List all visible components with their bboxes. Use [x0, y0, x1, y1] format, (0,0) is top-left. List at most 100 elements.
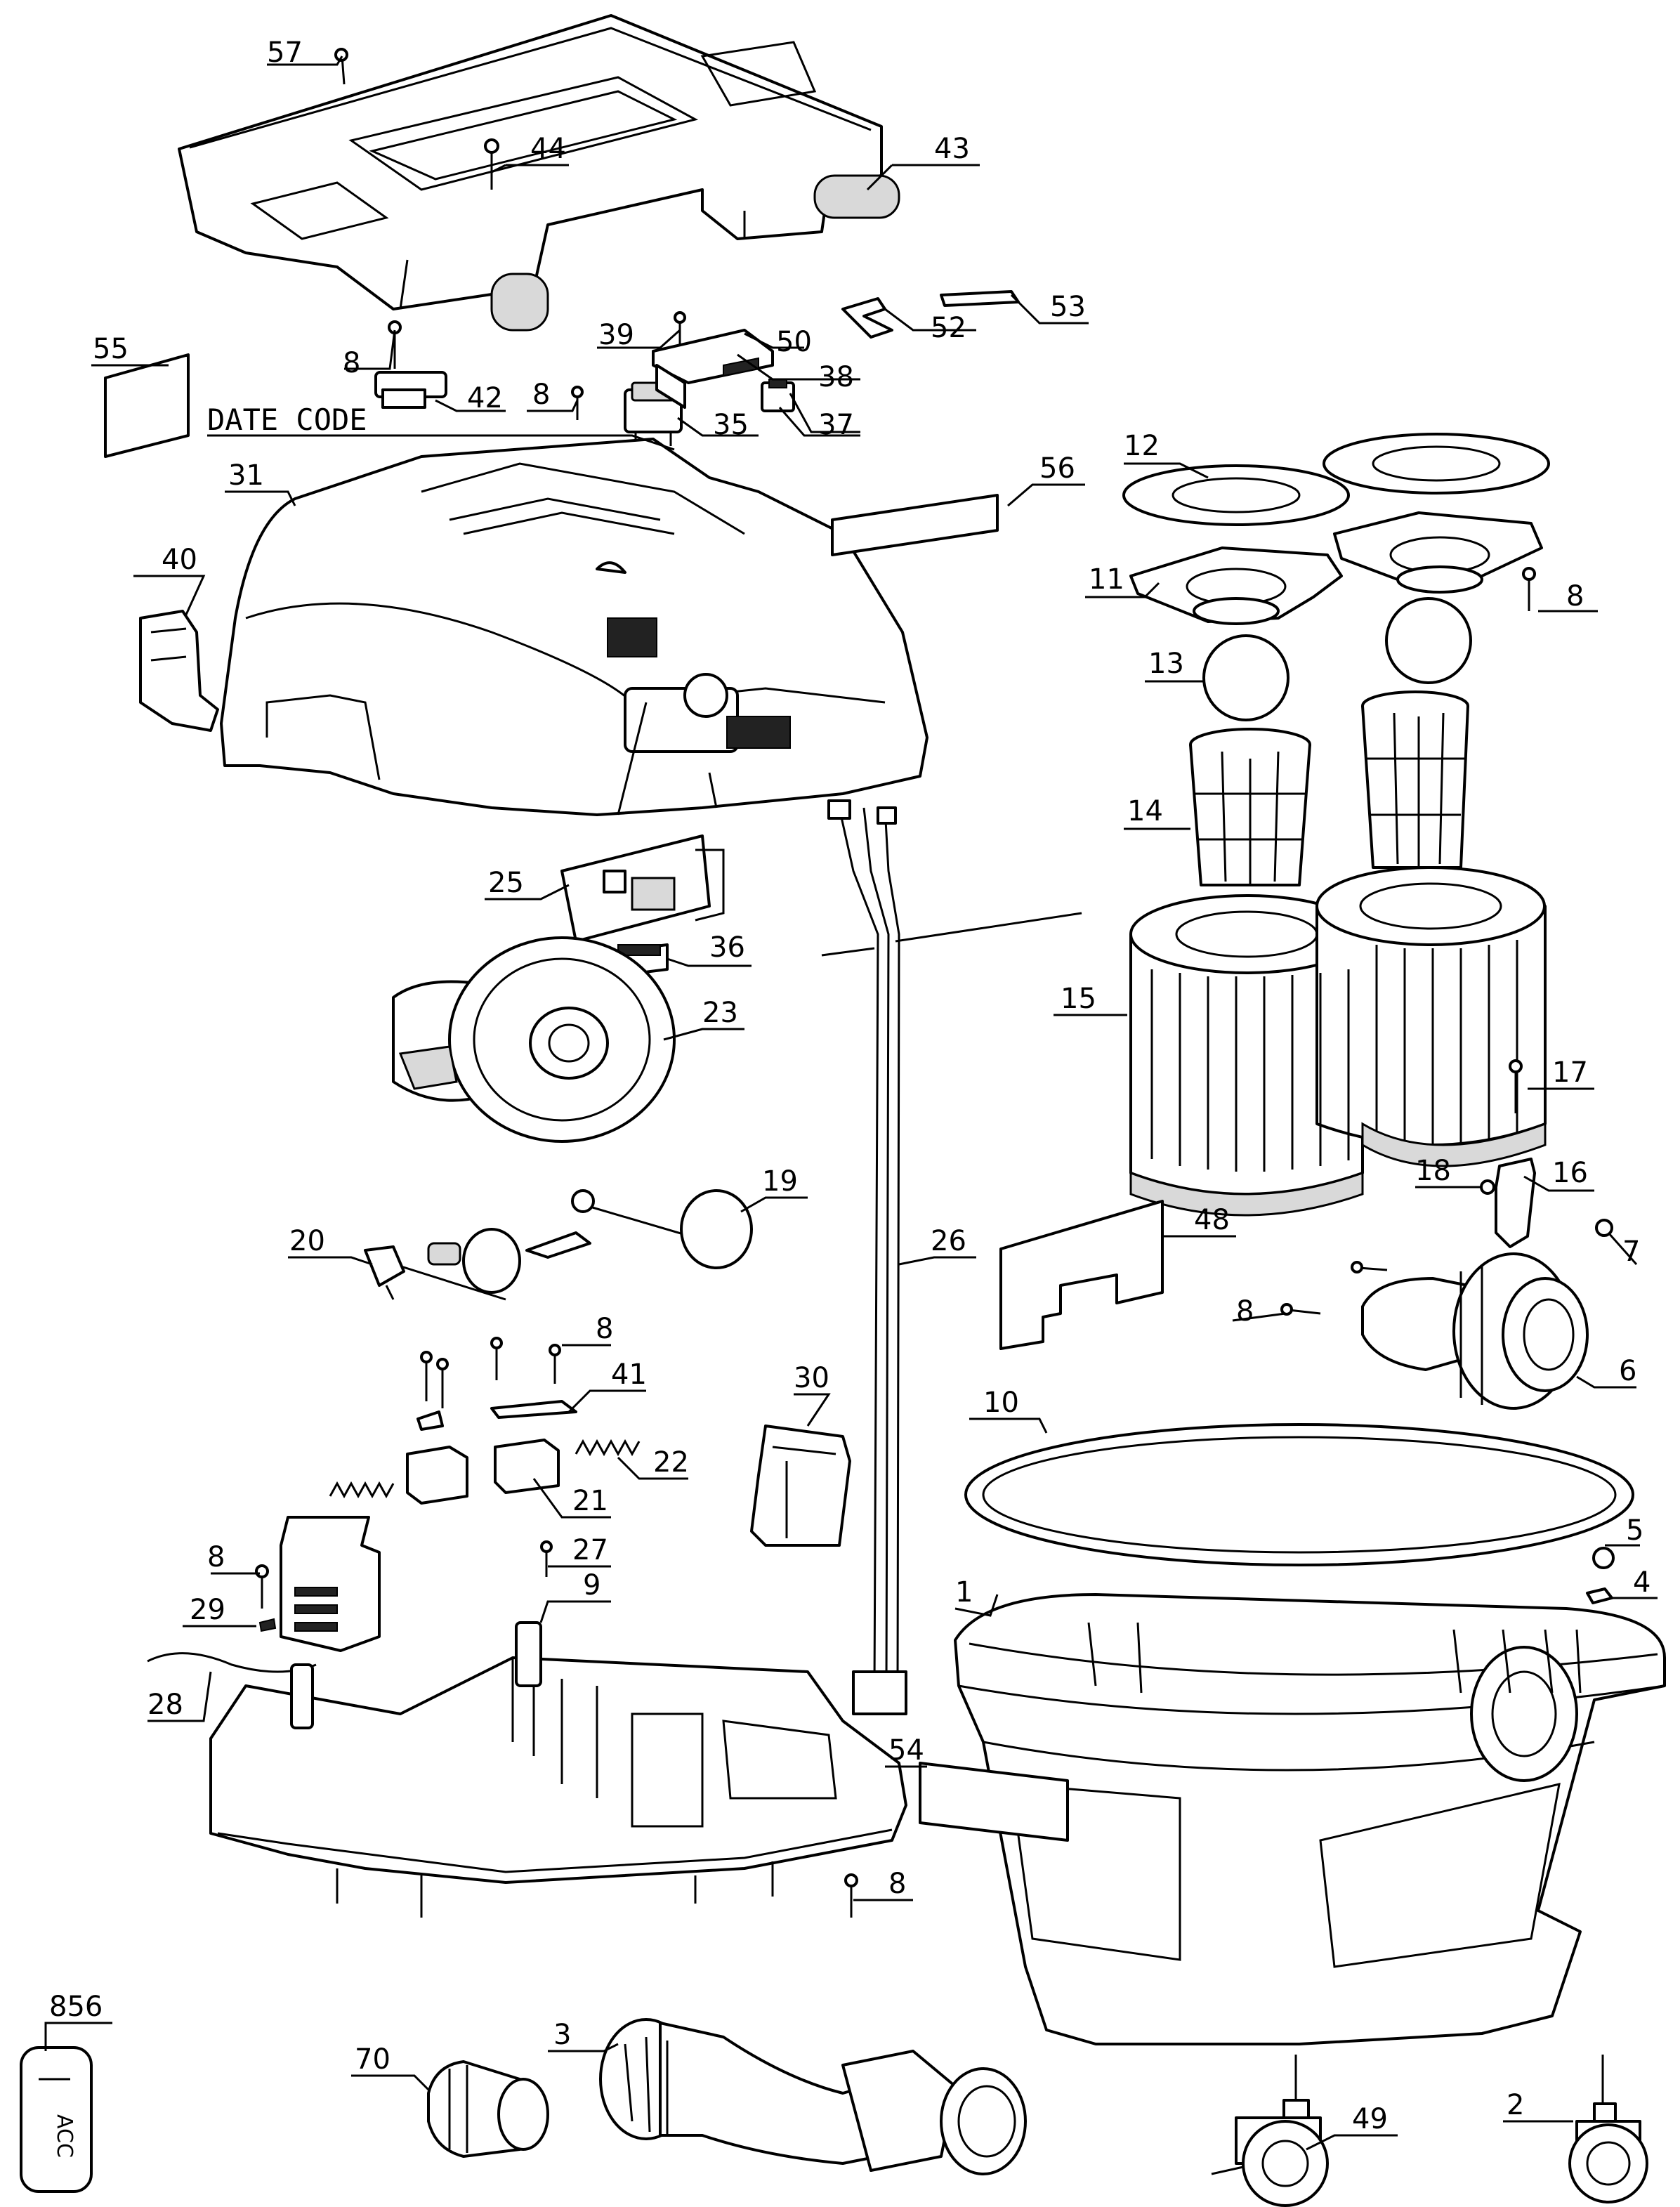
callout-8-b: 8 [532, 379, 550, 411]
part-14-float-cage [1189, 690, 1469, 886]
callout-50: 50 [776, 326, 812, 358]
callout-48: 48 [1194, 1204, 1230, 1236]
part-8-screw-f [255, 1564, 269, 1609]
callout-54: 54 [888, 1734, 924, 1767]
part-6-inlet [1361, 1252, 1589, 1410]
callout-8-e: 8 [596, 1313, 613, 1345]
part-11-filter-holder [1129, 511, 1543, 625]
part-42-bracket [374, 371, 447, 409]
part-20-valve-arm [364, 1228, 521, 1301]
part-13-float-ball [1202, 634, 1289, 721]
callout-28: 28 [147, 1689, 183, 1721]
part-49-caster [1211, 2055, 1329, 2207]
callout-26: 26 [931, 1225, 966, 1257]
callout-57: 57 [267, 37, 303, 69]
callout-4: 4 [1633, 1566, 1651, 1599]
part-8-screw-b [571, 386, 584, 420]
callout-11: 11 [1089, 563, 1124, 596]
part-40-latch [139, 610, 219, 732]
callout-9: 9 [583, 1569, 601, 1602]
callout-27: 27 [572, 1534, 608, 1566]
callout-29: 29 [190, 1594, 225, 1626]
part-39-screw [674, 311, 686, 344]
part-54-label [919, 1762, 1069, 1842]
date-code-label: DATE CODE [207, 402, 367, 437]
part-43-top-tray [178, 14, 900, 332]
part-27-screw [540, 1540, 553, 1577]
callout-20: 20 [289, 1225, 325, 1257]
part-15-filter [1129, 866, 1547, 1217]
callout-56: 56 [1039, 452, 1075, 485]
part-latch-cover [280, 1516, 381, 1652]
callout-52: 52 [931, 312, 966, 344]
callout-12: 12 [1124, 430, 1160, 462]
part-8-screw-c [1522, 567, 1536, 611]
acc-tag-text: ACC [52, 2114, 77, 2158]
callout-2: 2 [1507, 2089, 1524, 2121]
callout-49: 49 [1352, 2103, 1388, 2135]
part-12-gasket [1122, 433, 1550, 526]
callout-6: 6 [1619, 1355, 1636, 1387]
part-56-label [831, 494, 999, 556]
part-8-screw-g [844, 1873, 858, 1918]
callout-25: 25 [488, 867, 524, 899]
callout-7: 7 [1622, 1236, 1640, 1268]
callout-36: 36 [709, 931, 745, 964]
callout-40: 40 [162, 544, 197, 576]
part-25-circuit-board [560, 834, 725, 943]
callout-53: 53 [1050, 291, 1086, 323]
part-4-washer [1586, 1587, 1613, 1604]
leader-lines [44, 55, 1658, 2151]
part-18-nut [1480, 1179, 1495, 1195]
part-5-nut [1592, 1547, 1615, 1569]
callout-3: 3 [553, 2019, 571, 2051]
callout-41: 41 [611, 1358, 647, 1391]
part-7-screw [1595, 1219, 1613, 1237]
callout-55: 55 [93, 333, 129, 365]
callout-43: 43 [934, 133, 970, 165]
part-29-clip [258, 1618, 277, 1632]
part-19-valve-arm [525, 1189, 753, 1269]
callout-38: 38 [818, 361, 854, 393]
part-50-cover [652, 329, 774, 409]
part-856-acc-tag [20, 2046, 93, 2193]
part-52-clip [841, 297, 893, 339]
part-41-clip [416, 1410, 444, 1431]
callout-18: 18 [1415, 1155, 1451, 1187]
callout-22: 22 [653, 1446, 689, 1479]
part-53-clip [940, 290, 1020, 307]
part-70-adapter [427, 2060, 549, 2158]
callout-1: 1 [955, 1576, 973, 1609]
part-10-gasket [964, 1423, 1634, 1566]
part-21-block [406, 1439, 560, 1505]
part-31-housing-top [220, 438, 928, 816]
callout-37: 37 [818, 409, 854, 441]
callout-35: 35 [713, 409, 749, 441]
callout-23: 23 [702, 997, 738, 1029]
part-44-pin [484, 138, 499, 190]
callout-44: 44 [530, 133, 566, 165]
callout-70: 70 [355, 2043, 391, 2076]
part-16-latch-clip [1495, 1158, 1536, 1248]
callout-856: 856 [49, 1991, 103, 2023]
part-9-base [209, 1621, 907, 1918]
part-41-bar [490, 1400, 577, 1419]
callout-16: 16 [1552, 1157, 1588, 1189]
part-3-hose [599, 2018, 1027, 2175]
part-23-motor [392, 936, 676, 1143]
callout-13: 13 [1148, 648, 1184, 680]
part-30-bracket [750, 1425, 851, 1547]
callout-8-c: 8 [1566, 580, 1584, 613]
part-8-screw-set [420, 1337, 561, 1408]
part-17-screw [1509, 1059, 1523, 1113]
callout-10: 10 [983, 1387, 1019, 1419]
callout-8-a: 8 [343, 347, 360, 379]
callout-14: 14 [1127, 795, 1163, 827]
callout-labels: 57 44 43 53 52 39 50 38 55 8 42 8 35 37 … [49, 37, 1651, 2158]
callout-8-d: 8 [1236, 1295, 1254, 1328]
part-8-screw-d [1280, 1261, 1388, 1316]
callout-39: 39 [598, 319, 634, 351]
callout-17: 17 [1552, 1056, 1588, 1089]
callout-31: 31 [228, 459, 264, 492]
part-13-float-ball-2 [1385, 597, 1472, 684]
